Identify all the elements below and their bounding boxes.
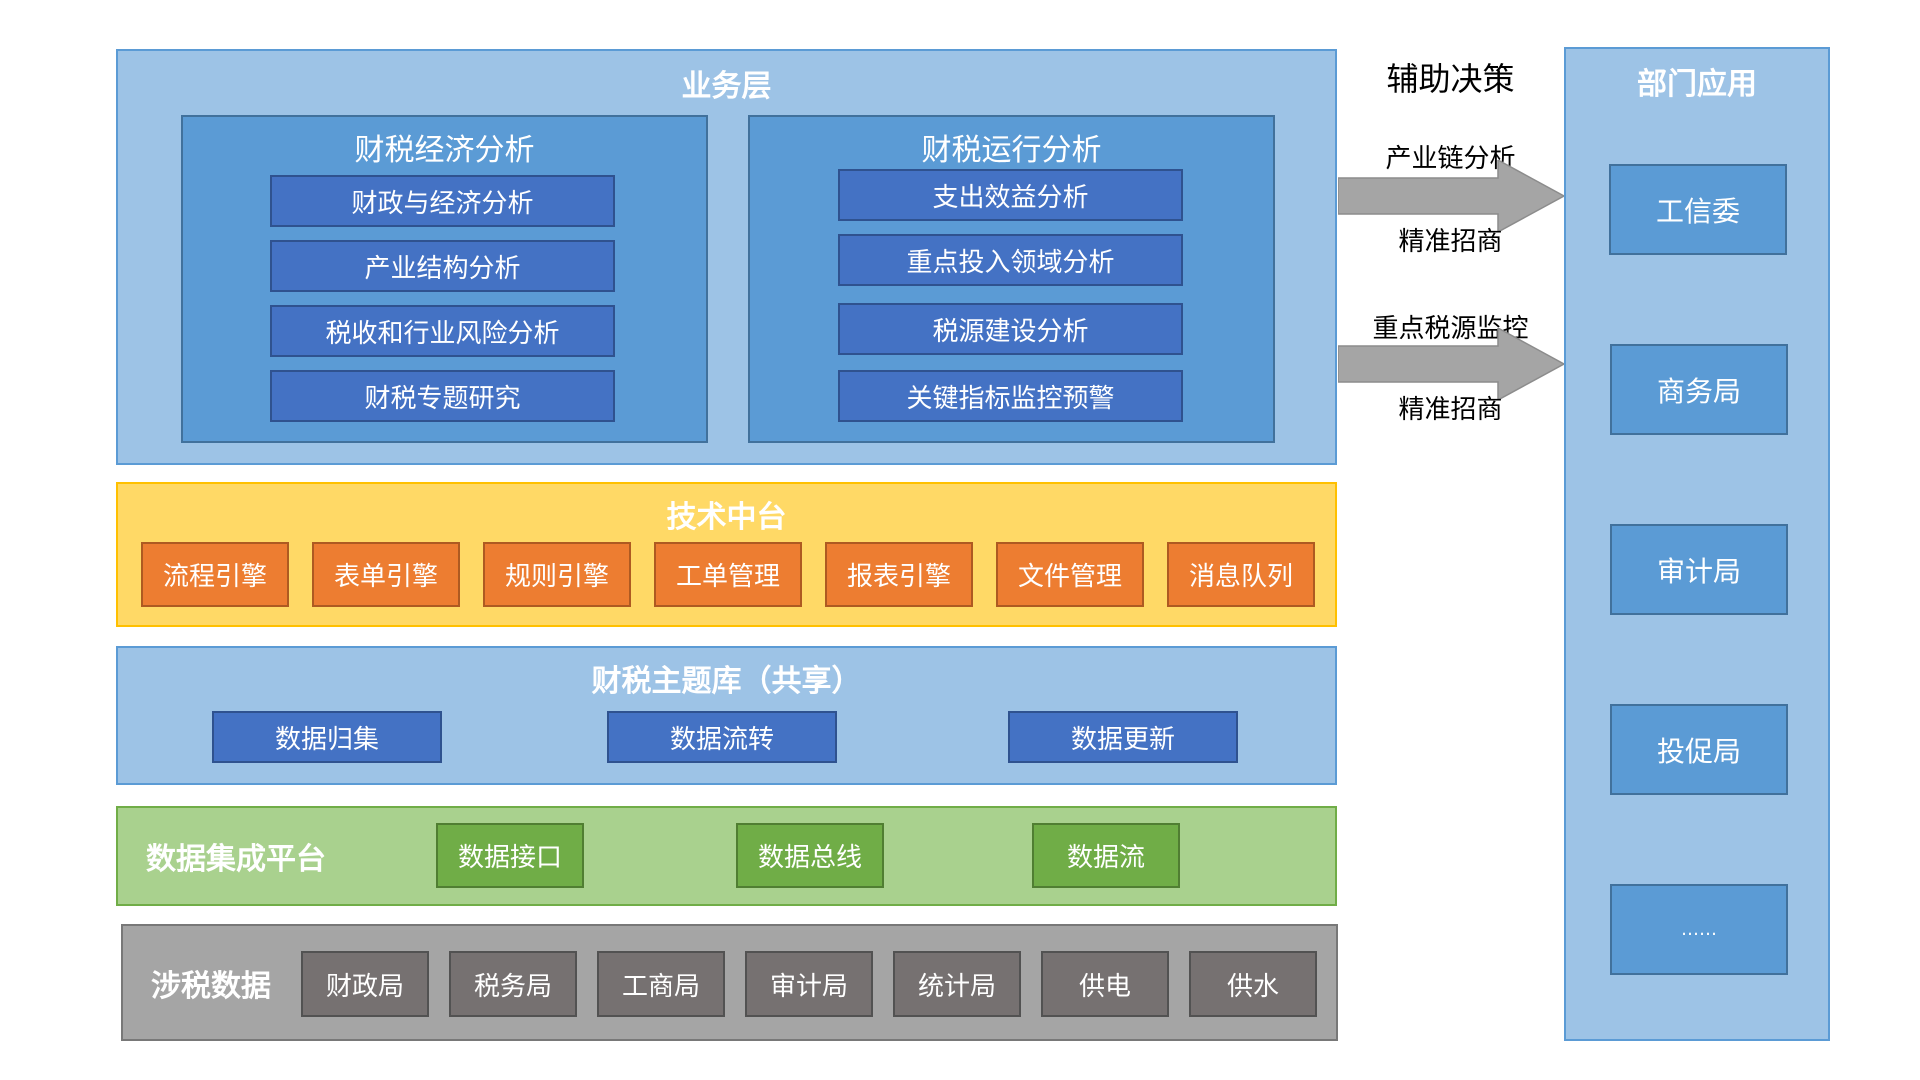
arrow-label-below: 精准招商 xyxy=(1398,227,1503,257)
department-item[interactable]: 商务局 xyxy=(1610,344,1788,435)
right-arrow-icon xyxy=(1338,328,1566,400)
data-integration-layer: 数据集成平台 数据接口 数据总线 数据流 xyxy=(116,806,1337,906)
biz-item[interactable]: 支出效益分析 xyxy=(838,169,1183,221)
department-item-more[interactable]: …… xyxy=(1610,884,1788,975)
tech-item[interactable]: 表单引擎 xyxy=(312,542,460,607)
department-item[interactable]: 工信委 xyxy=(1609,164,1787,255)
tech-platform-layer: 技术中台 流程引擎 表单引擎 规则引擎 工单管理 报表引擎 文件管理 消息队列 xyxy=(116,482,1337,627)
group-title: 财税经济分析 xyxy=(354,133,535,168)
biz-item[interactable]: 财税专题研究 xyxy=(270,370,615,422)
tax-source-item[interactable]: 财政局 xyxy=(301,951,429,1017)
department-apps-title: 部门应用 xyxy=(1637,67,1757,102)
tax-source-item[interactable]: 税务局 xyxy=(449,951,577,1017)
decision-support-title: 辅助决策 xyxy=(1386,60,1515,98)
business-layer: 业务层 财税经济分析 财政与经济分析 产业结构分析 税收和行业风险分析 财税专题… xyxy=(116,49,1337,465)
biz-item[interactable]: 财政与经济分析 xyxy=(270,175,615,227)
tech-item[interactable]: 工单管理 xyxy=(654,542,802,607)
tax-source-item[interactable]: 供水 xyxy=(1189,951,1317,1017)
biz-item[interactable]: 关键指标监控预警 xyxy=(838,370,1183,422)
tax-data-title: 涉税数据 xyxy=(151,968,271,1004)
biz-item[interactable]: 重点投入领域分析 xyxy=(838,234,1183,286)
theme-library-layer: 财税主题库（共享） 数据归集 数据流转 数据更新 xyxy=(116,646,1337,785)
tax-data-layer: 涉税数据 财政局 税务局 工商局 审计局 统计局 供电 供水 xyxy=(121,924,1338,1041)
data-integration-title: 数据集成平台 xyxy=(146,842,326,877)
tech-item[interactable]: 流程引擎 xyxy=(141,542,289,607)
theme-item[interactable]: 数据归集 xyxy=(212,711,442,763)
integration-item[interactable]: 数据流 xyxy=(1032,823,1180,888)
arrow-label-above: 产业链分析 xyxy=(1385,144,1516,174)
department-apps-panel: 部门应用 工信委 商务局 审计局 投促局 …… xyxy=(1564,47,1830,1041)
tech-item[interactable]: 文件管理 xyxy=(996,542,1144,607)
right-arrow-icon xyxy=(1338,160,1566,232)
theme-item[interactable]: 数据流转 xyxy=(607,711,837,763)
group-fiscal-operation-analysis: 财税运行分析 支出效益分析 重点投入领域分析 税源建设分析 关键指标监控预警 xyxy=(748,115,1275,443)
biz-item[interactable]: 税源建设分析 xyxy=(838,303,1183,355)
department-item[interactable]: 投促局 xyxy=(1610,704,1788,795)
department-item[interactable]: 审计局 xyxy=(1610,524,1788,615)
tax-source-item[interactable]: 工商局 xyxy=(597,951,725,1017)
business-layer-title: 业务层 xyxy=(681,69,772,104)
tech-item[interactable]: 规则引擎 xyxy=(483,542,631,607)
biz-item[interactable]: 产业结构分析 xyxy=(270,240,615,292)
arrow-label-below: 精准招商 xyxy=(1398,395,1503,425)
biz-item[interactable]: 税收和行业风险分析 xyxy=(270,305,615,357)
group-title: 财税运行分析 xyxy=(921,133,1102,168)
tech-item[interactable]: 消息队列 xyxy=(1167,542,1315,607)
integration-item[interactable]: 数据接口 xyxy=(436,823,584,888)
group-fiscal-economic-analysis: 财税经济分析 财政与经济分析 产业结构分析 税收和行业风险分析 财税专题研究 xyxy=(181,115,708,443)
integration-item[interactable]: 数据总线 xyxy=(736,823,884,888)
tech-platform-title: 技术中台 xyxy=(666,500,787,535)
tax-source-item[interactable]: 供电 xyxy=(1041,951,1169,1017)
theme-item[interactable]: 数据更新 xyxy=(1008,711,1238,763)
tax-source-item[interactable]: 统计局 xyxy=(893,951,1021,1017)
theme-library-title: 财税主题库（共享） xyxy=(591,664,862,699)
tax-source-item[interactable]: 审计局 xyxy=(745,951,873,1017)
tech-item[interactable]: 报表引擎 xyxy=(825,542,973,607)
